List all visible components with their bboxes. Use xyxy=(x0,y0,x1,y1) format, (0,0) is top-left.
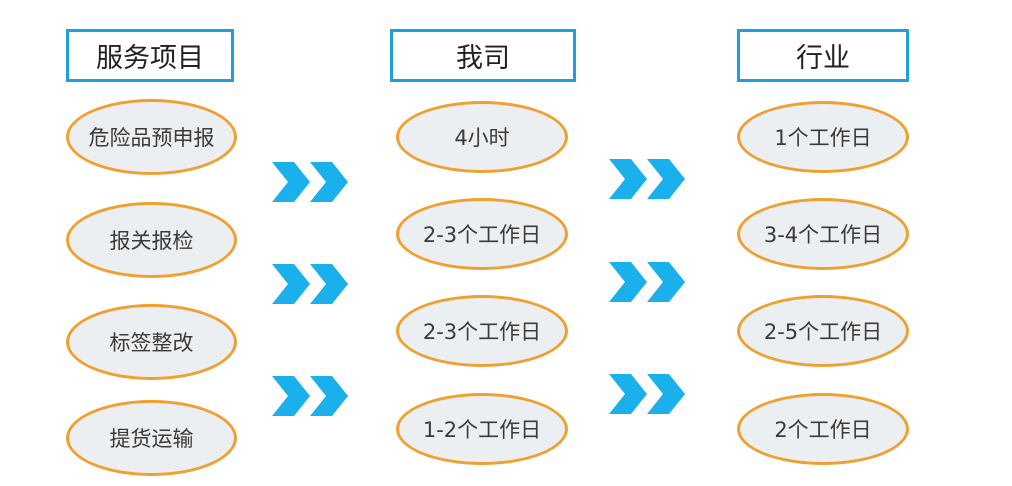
double-chevron-right-icon xyxy=(609,374,685,414)
double-chevron-right-icon xyxy=(272,162,348,202)
chevron-right-icon xyxy=(310,264,348,304)
header-industry: 行业 xyxy=(737,29,909,82)
double-chevron-right-icon xyxy=(272,264,348,304)
industry-time-item-1: 1个工作日 xyxy=(737,101,909,173)
our-time-item-2: 2-3个工作日 xyxy=(396,198,568,270)
chevron-right-icon xyxy=(272,264,310,304)
service-item-label-rectification: 标签整改 xyxy=(66,304,237,380)
chevron-right-icon xyxy=(609,159,647,199)
chevron-right-icon xyxy=(310,376,348,416)
chevron-right-icon xyxy=(272,162,310,202)
chevron-right-icon xyxy=(272,376,310,416)
our-time-item-4: 1-2个工作日 xyxy=(396,393,568,465)
our-time-item-3: 2-3个工作日 xyxy=(396,295,568,367)
industry-time-item-2: 3-4个工作日 xyxy=(737,198,909,270)
chevron-right-icon xyxy=(647,262,685,302)
our-time-item-1: 4小时 xyxy=(396,101,568,173)
chevron-right-icon xyxy=(647,159,685,199)
industry-time-item-3: 2-5个工作日 xyxy=(737,295,909,367)
service-item-pickup-transport: 提货运输 xyxy=(66,400,237,476)
chevron-right-icon xyxy=(310,162,348,202)
header-service-items: 服务项目 xyxy=(66,29,234,82)
double-chevron-right-icon xyxy=(609,262,685,302)
service-item-customs-inspection: 报关报检 xyxy=(66,202,237,278)
chevron-right-icon xyxy=(609,262,647,302)
service-item-dangerous-goods-declaration: 危险品预申报 xyxy=(66,99,237,175)
double-chevron-right-icon xyxy=(609,159,685,199)
chevron-right-icon xyxy=(647,374,685,414)
industry-time-item-4: 2个工作日 xyxy=(737,393,909,465)
chevron-right-icon xyxy=(609,374,647,414)
header-our-company: 我司 xyxy=(390,29,576,82)
double-chevron-right-icon xyxy=(272,376,348,416)
